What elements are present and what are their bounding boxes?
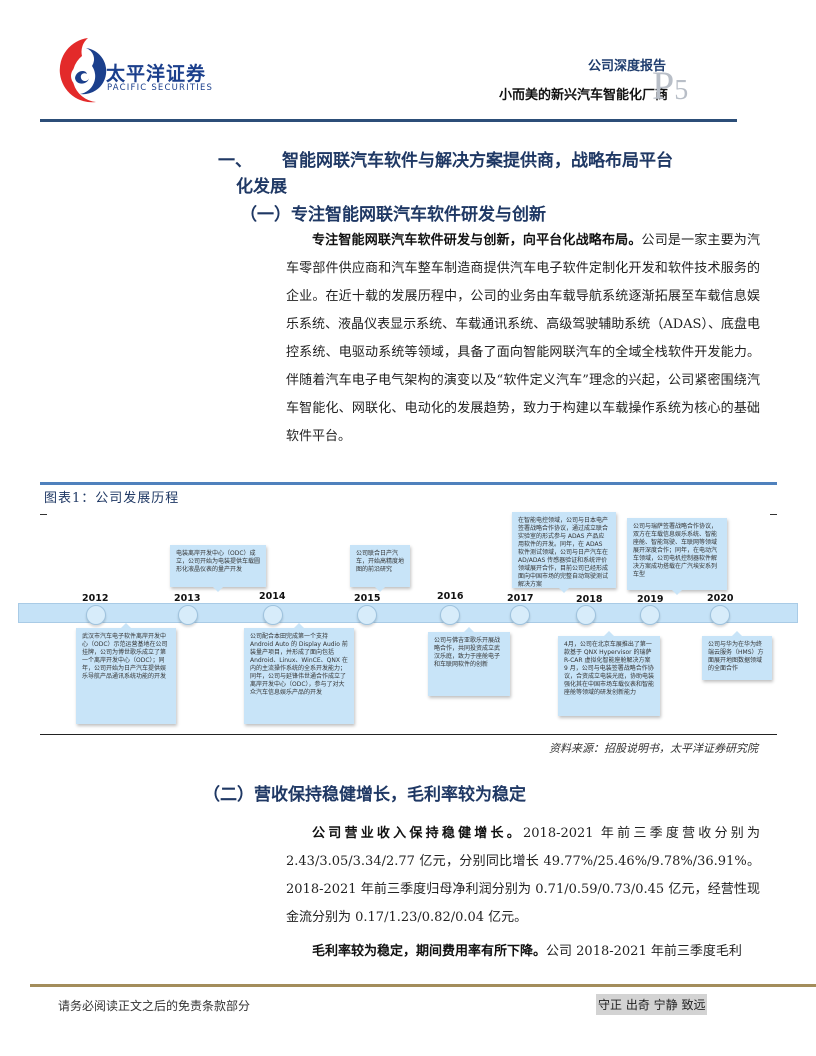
section-heading-1: 一、智能网联汽车软件与解决方案提供商，战略布局平台 化发展: [218, 151, 673, 197]
paragraph-lead: 专注智能网联汽车软件研发与创新，向平台化战略布局。: [312, 233, 642, 248]
figure-top-rule: [40, 482, 777, 485]
figure-corner-mark: [770, 514, 777, 515]
timeline-card-2019: 公司与瑞萨签署战略合作协议，双方在车载信息娱乐系统、智能座舱、智能驾驶、车联网等…: [627, 518, 727, 595]
body-paragraph-2: 公司营业收入保持稳健增长。2018-2021 年前三季度营收分别为 2.43/3…: [286, 826, 760, 925]
timeline-node: [357, 605, 377, 625]
timeline-year-2015: 2015: [354, 593, 381, 604]
timeline-year-2020: 2020: [707, 593, 734, 604]
timeline-band: [18, 603, 798, 623]
subsection-heading-2: （二）营收保持稳健增长，毛利率较为稳定: [203, 785, 526, 805]
timeline-card-2013: 电装离岸开发中心（ODC）成立，公司开始为电装提供车载圆形化液晶仪表的量产开发: [170, 545, 266, 592]
body-paragraph-1: 专注智能网联汽车软件研发与创新，向平台化战略布局。公司是一家主要为汽车零部件供应…: [286, 233, 760, 444]
footer-disclaimer: 请务必阅读正文之后的免责条款部分: [58, 999, 251, 1013]
paragraph-lead: 公司营业收入保持稳健增长。: [312, 826, 523, 841]
report-type: 公司深度报告: [587, 59, 666, 74]
timeline-node: [576, 605, 596, 625]
figure-corner-mark: [40, 514, 47, 515]
paragraph-lead: 毛利率较为稳定，期间费用率有所下降。: [312, 944, 547, 959]
timeline-year-2018: 2018: [576, 594, 603, 605]
timeline-year-2014: 2014: [259, 591, 286, 602]
timeline-card-2012: 武汉市汽车电子软件离岸开发中心（ODC）示范运营基地在公司挂牌，公司为博世歌乐成…: [76, 623, 176, 724]
timeline-node: [440, 605, 460, 625]
page-number: P5: [652, 63, 689, 108]
timeline-card-2015: 公司联合日产汽车，开始高精度地图的前沿研究: [350, 545, 410, 592]
timeline-node: [710, 605, 730, 625]
logo-chinese-name: 太平洋证券: [106, 63, 207, 85]
timeline-card-2020: 公司与华为在华为终端云服务（HMS）方面展开地图数据领域的全面合作: [702, 631, 772, 680]
timeline-year-2016: 2016: [437, 591, 464, 602]
figure-bottom-rule: [40, 734, 777, 735]
timeline-year-2017: 2017: [507, 593, 534, 604]
timeline-card-2014: 公司配合本田完成第一个支持 Android Auto 的 Display Aud…: [244, 623, 354, 724]
timeline-year-2019: 2019: [637, 594, 664, 605]
logo-english-name: PACIFIC SECURITIES: [107, 83, 214, 93]
footer-motto: 守正 出奇 宁静 致远: [596, 994, 708, 1015]
timeline-card-2017: 在智能电控领域，公司与日本电产签署战略合作协议，通过成立联合实验室的形式参与 A…: [512, 512, 616, 593]
timeline-node: [86, 605, 106, 625]
timeline-node: [263, 605, 283, 625]
timeline-year-2012: 2012: [82, 593, 109, 604]
timeline-node: [640, 605, 660, 625]
body-paragraph-3: 毛利率较为稳定，期间费用率有所下降。公司 2018-2021 年前三季度毛利: [312, 944, 742, 959]
header-divider: [40, 119, 737, 122]
timeline-card-2016: 公司与佛吉亚歌乐开展战略合作，共同投资成立武汉乐庭，致力于座舱电子和车联网软件的…: [428, 627, 510, 696]
footer-divider: [30, 984, 816, 987]
pacific-securities-logo-icon: [59, 38, 107, 103]
timeline-year-2013: 2013: [174, 593, 201, 604]
timeline-node: [510, 605, 530, 625]
timeline-card-2018: 4月，公司在北京车展推出了第一款基于 QNX Hypervisor 的瑞萨 R-…: [558, 631, 660, 716]
figure-title: 图表1：公司发展历程: [44, 491, 180, 506]
timeline-node: [178, 605, 198, 625]
subsection-heading-1: （一）专注智能网联汽车软件研发与创新: [240, 205, 546, 225]
report-title: 小而美的新兴汽车智能化厂商: [498, 88, 668, 103]
figure-source: 资料来源：招股说明书，太平洋证券研究院: [549, 742, 758, 755]
company-logo: 太平洋证券 PACIFIC SECURITIES: [52, 36, 222, 106]
